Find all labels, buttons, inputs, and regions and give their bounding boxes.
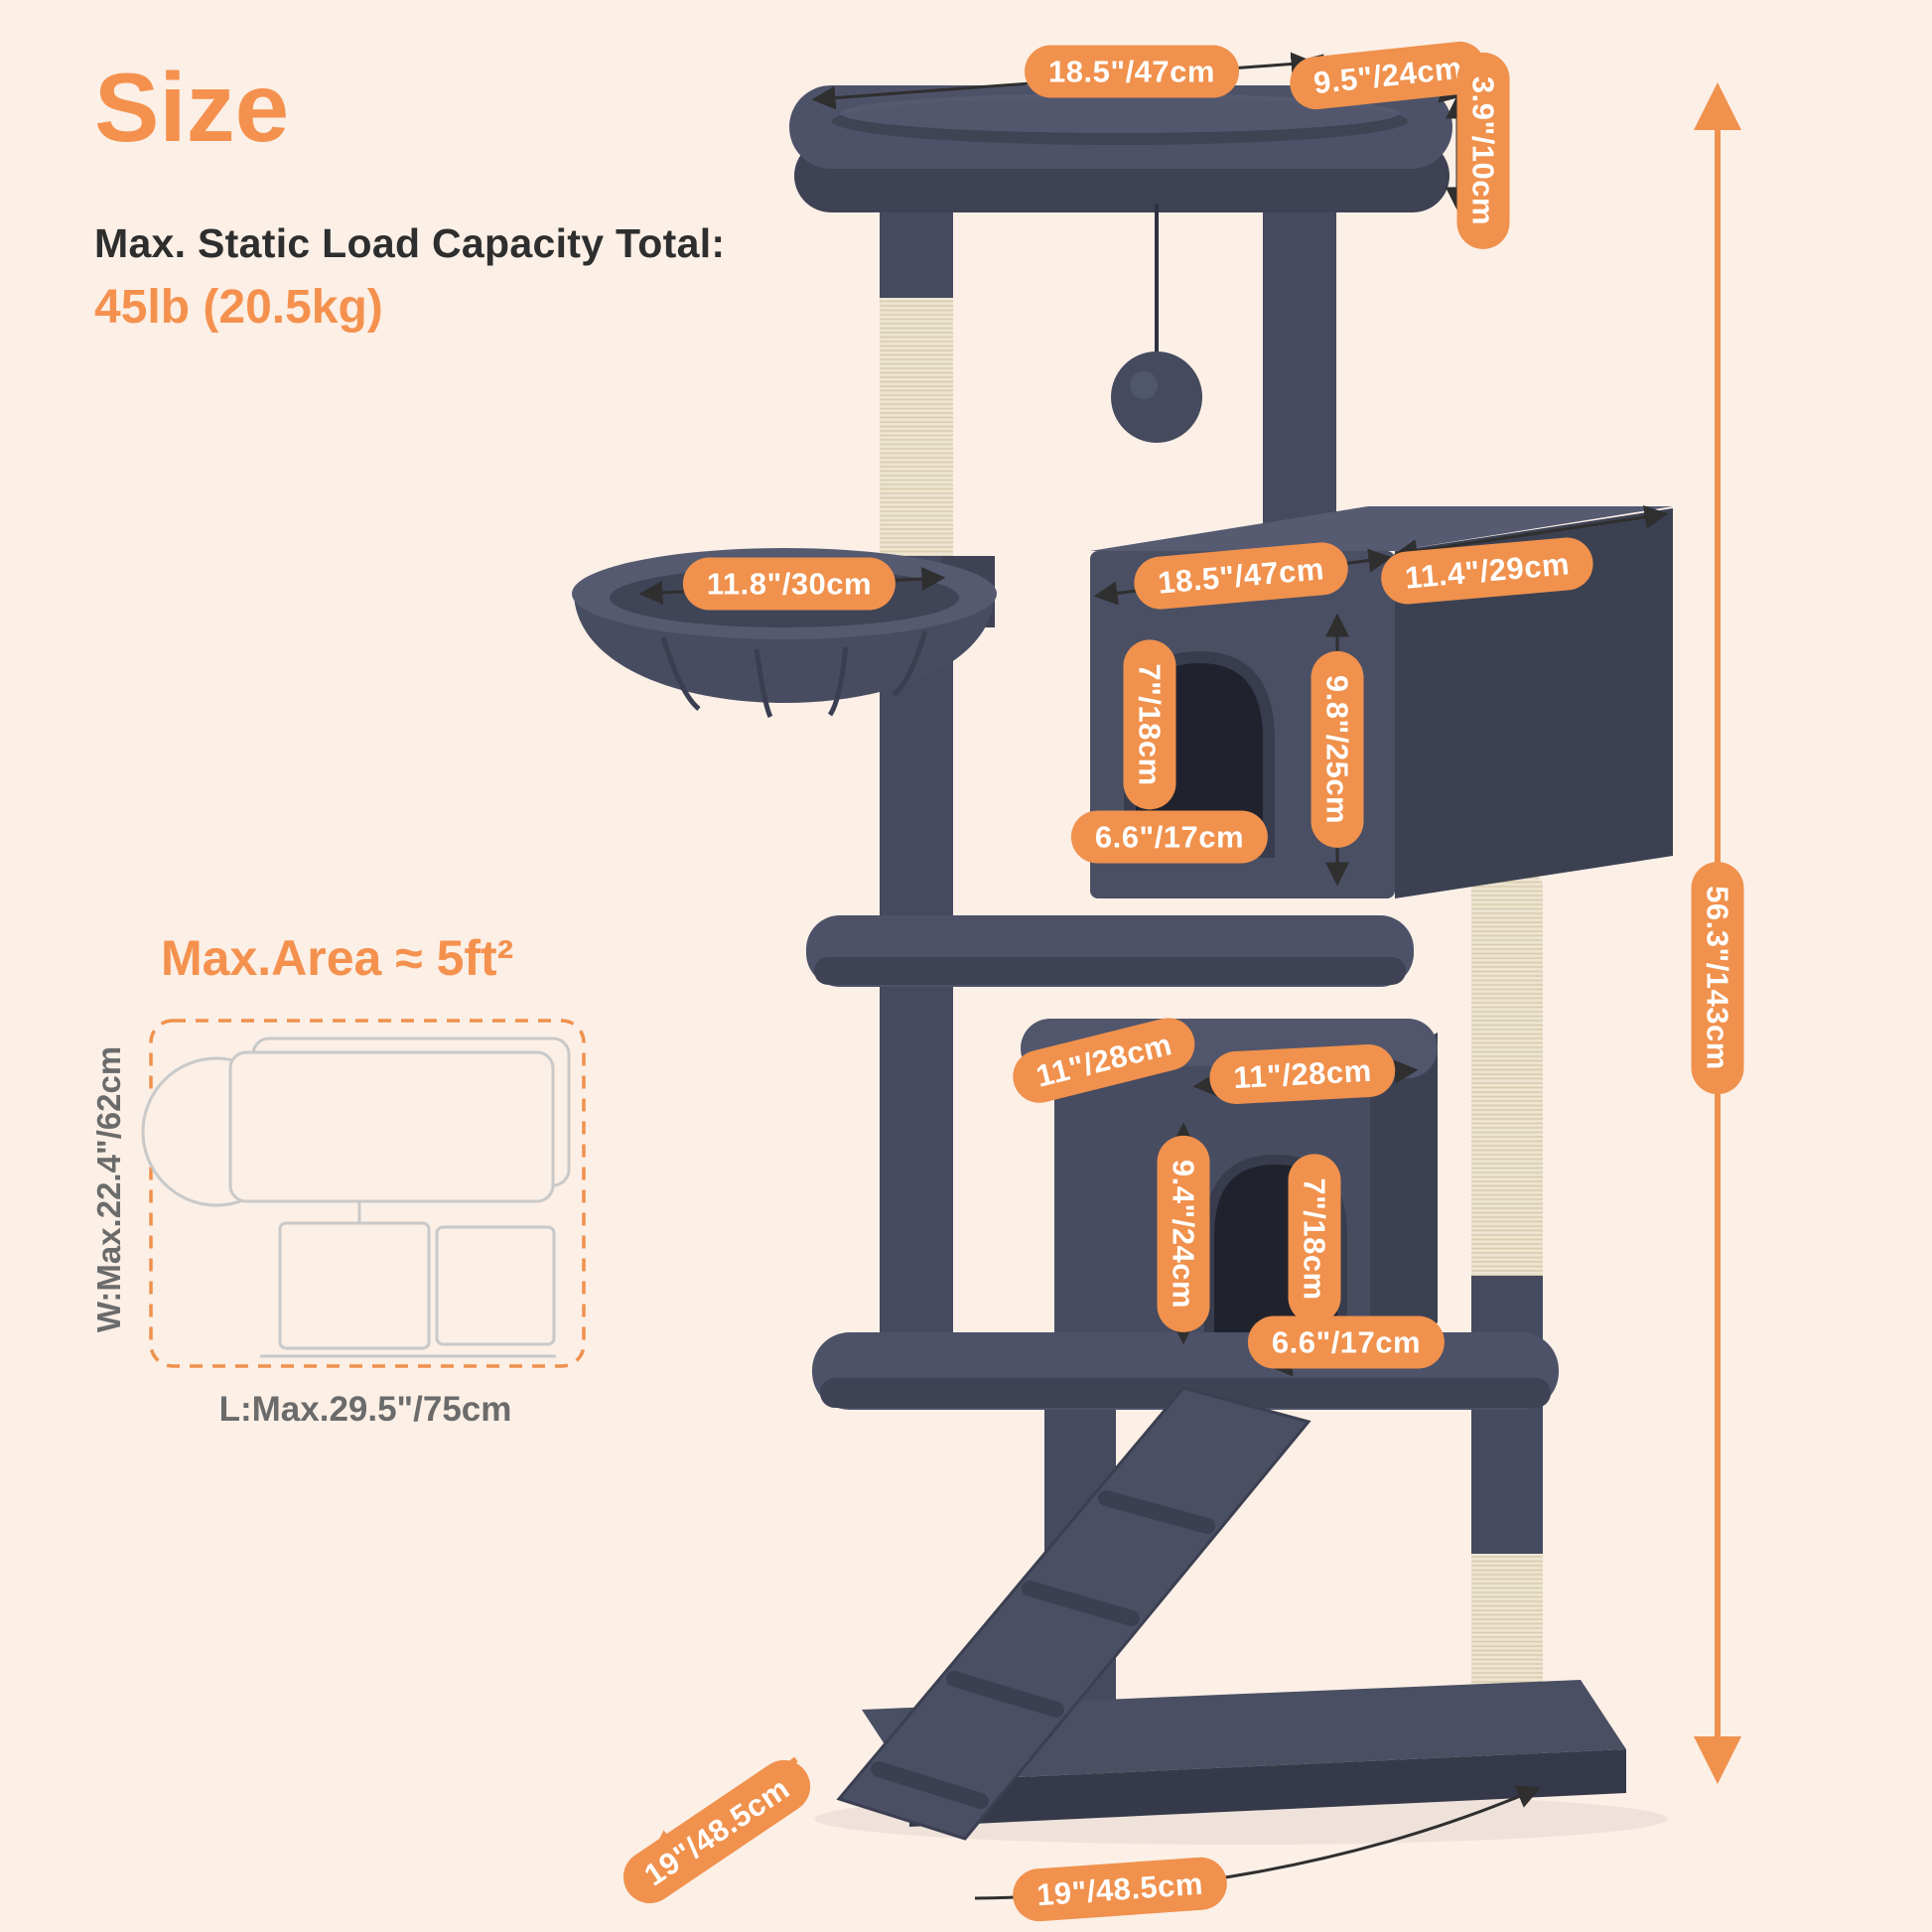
left-post [880, 189, 953, 1400]
dim-small-condo-door-height: 7"/18cm [1288, 1154, 1341, 1324]
hanging-ball-toy [1111, 204, 1202, 443]
right-upper-post [1263, 189, 1336, 586]
dim-condo-door-width: 6.6"/17cm [1070, 810, 1269, 864]
area-width-label: W:Max.22.4"/62cm [90, 1045, 127, 1333]
sisal-scratching-post [1471, 876, 1543, 1720]
dim-small-condo-door-width: 6.6"/17cm [1247, 1315, 1446, 1369]
footprint-diagram [141, 1019, 586, 1368]
dim-top-thickness: 3.9"/10cm [1456, 52, 1510, 250]
dim-condo-height: 9.8"/25cm [1311, 650, 1364, 849]
dim-small-condo-height: 9.4"/24cm [1157, 1135, 1210, 1333]
area-length-label: L:Max.29.5"/75cm [218, 1390, 512, 1429]
dim-basket-diameter: 11.8"/30cm [682, 557, 897, 611]
dim-small-condo-depth: 11"/28cm [1208, 1042, 1397, 1106]
capacity-value: 45lb (20.5kg) [94, 281, 383, 334]
dim-condo-door-height: 7"/18cm [1123, 639, 1176, 810]
size-title: Size [94, 53, 290, 162]
capacity-label: Max. Static Load Capacity Total: [94, 220, 726, 266]
max-area-title: Max.Area ≈ 5ft² [161, 930, 514, 986]
middle-platform [806, 915, 1414, 987]
dim-top-length: 18.5"/47cm [1025, 45, 1239, 98]
ramp-ladder [836, 1386, 1311, 1841]
dim-total-height: 56.3"/143cm [1691, 862, 1744, 1094]
